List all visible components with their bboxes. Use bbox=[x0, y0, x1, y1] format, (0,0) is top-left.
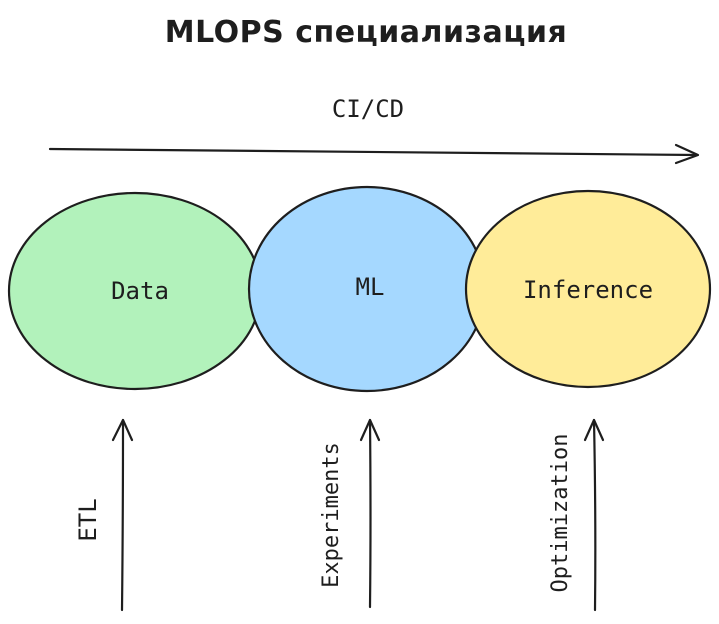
stage-ml: ML bbox=[247, 185, 487, 393]
arrow-optimization bbox=[583, 418, 605, 612]
stage-data-label: Data bbox=[111, 277, 169, 305]
arrow-experiments bbox=[359, 418, 381, 609]
pipeline-arrow bbox=[48, 143, 700, 165]
stage-ml-label: ML bbox=[356, 273, 385, 301]
pipeline-label: CI/CD bbox=[332, 95, 404, 123]
activity-etl-label: ETL bbox=[74, 498, 102, 541]
stage-data: Data bbox=[7, 191, 263, 391]
diagram-title: MLOPS специализация bbox=[165, 15, 568, 50]
activity-optimization-label: Optimization bbox=[548, 434, 573, 593]
stage-inference: Inference bbox=[464, 189, 712, 389]
activity-experiments-label: Experiments bbox=[319, 442, 344, 588]
stage-inference-label: Inference bbox=[523, 276, 653, 304]
stage-inference-shape bbox=[464, 189, 712, 389]
arrow-etl bbox=[111, 418, 134, 612]
